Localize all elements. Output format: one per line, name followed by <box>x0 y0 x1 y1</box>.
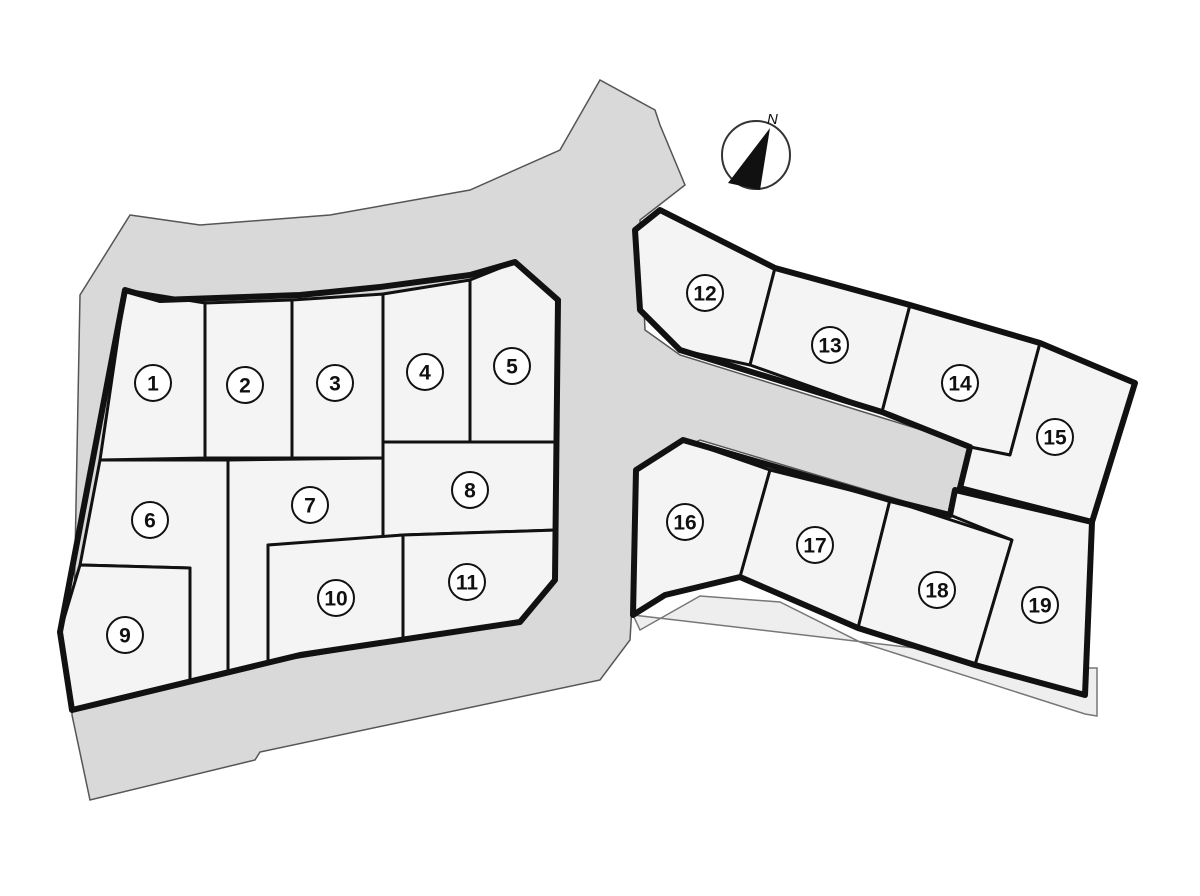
lot-number: 6 <box>144 510 156 533</box>
lot-number: 12 <box>693 283 716 306</box>
lot-label-13: 13 <box>811 326 849 364</box>
lot-number: 15 <box>1043 427 1067 450</box>
right-bottom-block <box>630 437 1095 698</box>
lot-number: 5 <box>506 356 518 379</box>
left-block-outline <box>57 259 561 713</box>
lot-label-11: 11 <box>448 563 486 601</box>
lot-number: 14 <box>948 373 972 396</box>
lot-number: 17 <box>803 535 826 558</box>
lot-number: 18 <box>925 580 949 603</box>
right-bottom-outline <box>630 437 1095 698</box>
lot-label-4: 4 <box>406 353 444 391</box>
lot-number: 16 <box>673 512 696 535</box>
lot-number: 3 <box>329 373 341 396</box>
lot-label-7: 7 <box>291 486 329 524</box>
lot-label-6: 6 <box>131 501 169 539</box>
lot-number: 9 <box>119 625 131 648</box>
lot-label-19: 19 <box>1021 586 1059 624</box>
lot-label-10: 10 <box>317 579 355 617</box>
compass: N <box>721 111 791 190</box>
lot-number: 13 <box>818 335 841 358</box>
lot-number: 8 <box>464 480 476 503</box>
south-strip <box>631 595 1098 717</box>
lot-label-2: 2 <box>226 366 264 404</box>
lot-number: 19 <box>1028 595 1051 618</box>
lot-label-14: 14 <box>941 364 979 402</box>
lot-number: 10 <box>324 588 347 611</box>
lot-label-15: 15 <box>1036 418 1074 456</box>
lot-label-12: 12 <box>686 274 724 312</box>
right-top-outline <box>632 207 1138 525</box>
lot-label-9: 9 <box>106 616 144 654</box>
lot-number: 4 <box>419 362 431 385</box>
lot-number: 1 <box>147 373 159 396</box>
compass-north-label: N <box>767 111 778 128</box>
north-arrow-icon <box>728 128 770 190</box>
lot-label-17: 17 <box>796 526 834 564</box>
lot-label-5: 5 <box>493 347 531 385</box>
lot-label-16: 16 <box>666 503 704 541</box>
lot-label-8: 8 <box>451 471 489 509</box>
lot-label-3: 3 <box>316 364 354 402</box>
lot-number: 7 <box>304 495 316 518</box>
lot-labels: 1 2 3 4 5 6 7 8 9 10 11 12 13 14 15 16 1… <box>106 274 1074 654</box>
lot-number: 11 <box>456 572 479 595</box>
lot-number: 2 <box>239 375 251 398</box>
lot-label-18: 18 <box>918 571 956 609</box>
lot-label-1: 1 <box>134 364 172 402</box>
